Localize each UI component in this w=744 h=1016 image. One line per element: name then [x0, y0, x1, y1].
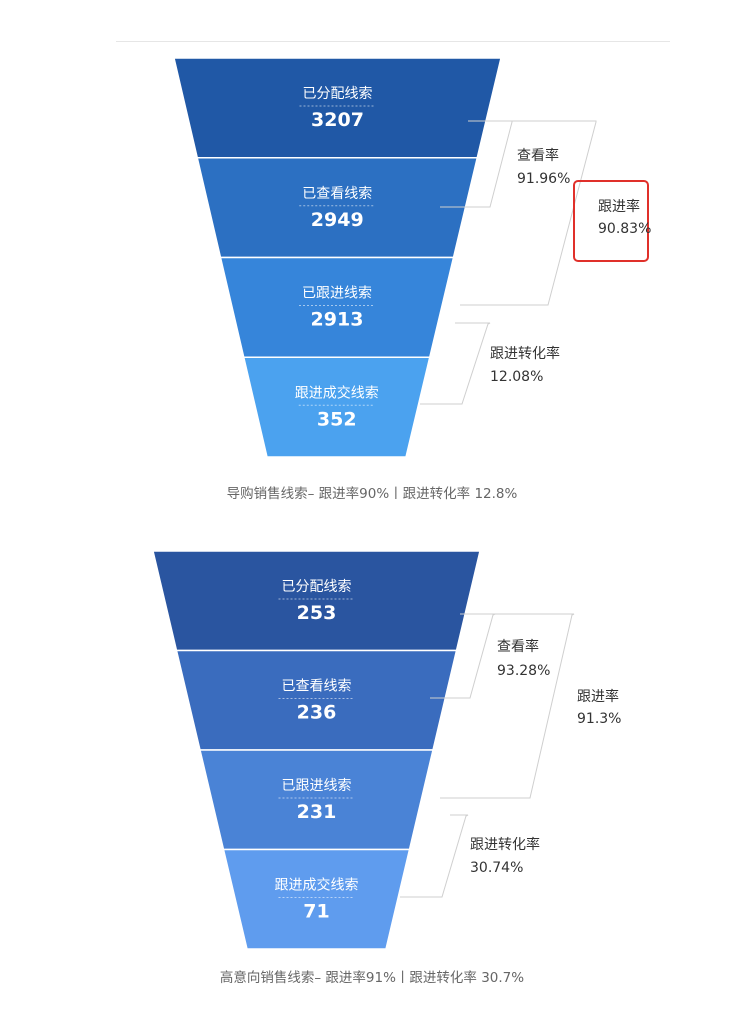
stage-label: 跟进成交线索 [275, 877, 359, 894]
rate-label: 查看率 [517, 147, 559, 164]
stage-value: 236 [297, 702, 337, 724]
rate-bracket [440, 120, 513, 208]
chart-caption-high-intent: 高意向销售线索– 跟进率91%丨跟进转化率 30.7% [219, 970, 525, 986]
stage-value: 2949 [311, 209, 364, 231]
stage-label: 已分配线索 [282, 578, 352, 595]
highlight-box [573, 180, 649, 262]
stage-value: 231 [297, 801, 337, 823]
rate-label: 跟进率 [598, 198, 640, 215]
funnel-stage [199, 749, 434, 851]
rate-bracket [460, 120, 597, 306]
rate-bracket [440, 613, 575, 799]
stage-label: 已跟进线索 [302, 285, 372, 302]
stage-value: 2913 [311, 309, 364, 331]
stage-label: 已查看线索 [282, 678, 352, 695]
stage-label: 已分配线索 [303, 85, 373, 102]
funnel-stage [222, 848, 411, 950]
stage-value: 253 [297, 602, 337, 624]
top-divider [116, 41, 670, 42]
rate-bracket [400, 814, 469, 898]
rate-value: 91.96% [517, 171, 570, 187]
stage-label: 已查看线索 [302, 185, 372, 202]
rate-label: 跟进转化率 [470, 836, 540, 853]
rate-value: 12.08% [490, 369, 543, 385]
funnel-stage [152, 550, 481, 652]
stage-label: 跟进成交线索 [295, 384, 379, 401]
stage-label: 已跟进线索 [282, 777, 352, 794]
rate-bracket [420, 322, 491, 405]
stage-value: 352 [317, 408, 357, 430]
chart-caption-guide-sales: 导购销售线索– 跟进率90%丨跟进转化率 12.8% [226, 486, 518, 502]
stage-value: 71 [303, 901, 329, 923]
funnel-stage [242, 356, 431, 458]
rate-value: 30.74% [470, 860, 523, 876]
rate-value: 90.83% [598, 221, 651, 237]
funnel-stage [175, 649, 458, 751]
rate-value: 91.3% [577, 711, 621, 727]
stage-value: 3207 [311, 109, 364, 131]
rate-label: 跟进率 [577, 688, 619, 705]
rate-label: 查看率 [497, 638, 539, 655]
rate-value: 93.28% [497, 663, 550, 679]
rate-label: 跟进转化率 [490, 345, 560, 362]
